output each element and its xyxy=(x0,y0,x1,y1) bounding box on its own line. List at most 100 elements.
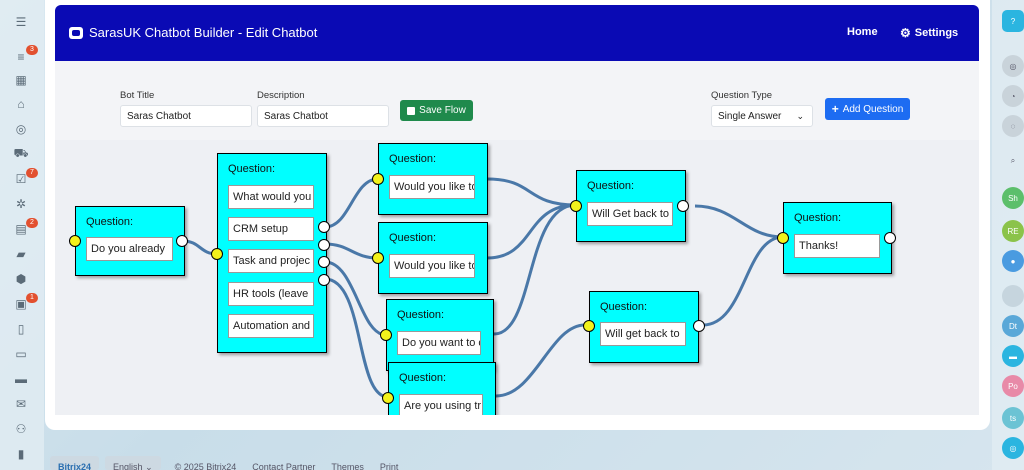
puzzle-icon[interactable]: ✲ xyxy=(15,197,27,211)
node-option[interactable]: Do you want to c xyxy=(397,331,481,355)
bitrix-logo[interactable]: Bitrix24 xyxy=(50,456,100,470)
bar-chart-icon[interactable]: ▮ xyxy=(17,447,25,461)
connection-line xyxy=(694,204,784,239)
output-port[interactable] xyxy=(884,232,896,244)
contact-avatar[interactable]: Sh xyxy=(1002,187,1024,209)
node-option[interactable]: Would you like to xyxy=(389,254,475,278)
output-port[interactable] xyxy=(176,235,188,247)
add-question-button[interactable]: + Add Question xyxy=(825,98,910,120)
connection-line xyxy=(495,323,586,398)
node-title: Question: xyxy=(389,232,437,244)
node-option[interactable]: Would you like to xyxy=(389,175,475,199)
save-flow-button[interactable]: Save Flow xyxy=(400,100,473,121)
inbox-icon[interactable]: ▤ xyxy=(15,222,27,236)
target-icon[interactable]: ◎ xyxy=(15,122,27,136)
input-port[interactable] xyxy=(570,200,582,212)
input-port[interactable] xyxy=(69,235,81,247)
input-port[interactable] xyxy=(382,392,394,404)
node-option[interactable]: HR tools (leave xyxy=(228,282,314,306)
chat-icon[interactable]: ▰ xyxy=(16,247,26,261)
question-node[interactable]: Question: Are you using tr xyxy=(382,362,496,415)
add-question-label: Add Question xyxy=(842,103,904,115)
language-select[interactable]: English ⌄ xyxy=(105,456,161,470)
input-port[interactable] xyxy=(777,232,789,244)
output-port[interactable] xyxy=(318,256,330,268)
input-port[interactable] xyxy=(583,320,595,332)
question-node[interactable]: Question: Would you like to xyxy=(372,143,488,215)
question-node[interactable]: Question: Will Get back to xyxy=(570,170,689,242)
users-icon[interactable]: ⚇ xyxy=(15,422,27,436)
question-type-label: Question Type xyxy=(711,90,773,101)
question-node[interactable]: Question: Would you like to xyxy=(372,222,488,294)
question-node[interactable]: Question: Thanks! xyxy=(777,202,896,274)
node-option[interactable]: Do you already xyxy=(86,237,173,261)
node-title: Question: xyxy=(794,212,842,224)
node-option[interactable]: Task and projec xyxy=(228,249,314,273)
input-port[interactable] xyxy=(372,252,384,264)
document-lines-icon[interactable]: ▭ xyxy=(15,347,27,361)
contact-avatar[interactable]: Dt xyxy=(1002,315,1024,337)
target-icon[interactable]: ◎ xyxy=(1002,55,1024,77)
description-input[interactable]: Saras Chatbot xyxy=(257,105,389,127)
question-node[interactable]: Question: What would you CRM setup Task … xyxy=(211,153,330,353)
checkbox-icon[interactable]: ☑ xyxy=(15,172,27,186)
node-option[interactable]: What would you xyxy=(228,185,314,209)
checkbox-badge: 7 xyxy=(26,168,38,178)
home-link[interactable]: Home xyxy=(847,26,878,38)
contact-avatar[interactable]: ts xyxy=(1002,407,1024,429)
node-option[interactable]: Will Get back to xyxy=(587,202,673,226)
bot-title-input[interactable]: Saras Chatbot xyxy=(120,105,252,127)
calendar-icon[interactable]: ▣ xyxy=(15,297,27,311)
contact-avatar[interactable] xyxy=(1002,285,1024,307)
language-label: English xyxy=(113,462,143,470)
menu-icon[interactable]: ☰ xyxy=(15,15,27,29)
bell-icon[interactable]: ◔ xyxy=(1002,85,1024,107)
node-option[interactable]: Are you using tr xyxy=(399,394,483,415)
question-type-select[interactable]: Single Answer ⌄ xyxy=(711,105,813,127)
flow-canvas[interactable]: Question: Do you already Question: What … xyxy=(55,140,979,415)
connection-lines xyxy=(182,177,784,399)
bank-icon[interactable]: ⌂ xyxy=(17,97,25,111)
cart-icon[interactable]: ⛟ xyxy=(13,146,29,160)
node-option[interactable]: Automation and xyxy=(228,314,314,338)
node-option[interactable]: CRM setup xyxy=(228,217,314,241)
input-port[interactable] xyxy=(372,173,384,185)
output-port[interactable] xyxy=(677,200,689,212)
plus-icon: + xyxy=(831,102,839,116)
search-icon[interactable]: ⌕ xyxy=(1010,156,1016,165)
help-icon[interactable]: ? xyxy=(1002,10,1024,32)
calendar-grid-icon[interactable]: ▦ xyxy=(15,73,27,87)
document-icon[interactable]: ▯ xyxy=(17,322,25,336)
question-node[interactable]: Question: Do you want to c xyxy=(380,299,494,371)
chat-icon[interactable]: ◌ xyxy=(1002,115,1024,137)
mail-icon[interactable]: ✉ xyxy=(15,397,27,411)
output-port[interactable] xyxy=(693,320,705,332)
output-port[interactable] xyxy=(318,239,330,251)
app-title: SarasUK Chatbot Builder - Edit Chatbot xyxy=(89,25,318,40)
question-type-value: Single Answer xyxy=(718,111,782,122)
question-node[interactable]: Question: Will get back to xyxy=(583,291,705,363)
contact-avatar[interactable]: RE xyxy=(1002,220,1024,242)
input-port[interactable] xyxy=(380,329,392,341)
contact-avatar[interactable]: Po xyxy=(1002,375,1024,397)
output-port[interactable] xyxy=(318,221,330,233)
themes-link[interactable]: Themes xyxy=(331,462,364,470)
left-sidebar: ☰ ≡ 3 ▦ ⌂ ◎ ⛟ ☑ 7 ✲ ▤ 2 ▰ ⬢ ▣ 1 ▯ ▭ ▬ ✉ … xyxy=(0,0,44,470)
contact-partner-link[interactable]: Contact Partner xyxy=(252,462,316,470)
print-link[interactable]: Print xyxy=(379,462,399,470)
filter-icon[interactable]: ≡ xyxy=(17,50,25,64)
filter-badge: 3 xyxy=(26,45,38,55)
output-port[interactable] xyxy=(318,274,330,286)
storage-icon[interactable]: ▬ xyxy=(15,372,27,386)
settings-link[interactable]: ⚙ Settings xyxy=(900,26,958,40)
question-node[interactable]: Question: Do you already xyxy=(69,206,188,276)
connection-line xyxy=(486,177,577,207)
contact-avatar[interactable]: ▬ xyxy=(1002,345,1024,367)
node-option[interactable]: Thanks! xyxy=(794,234,880,258)
connection-line xyxy=(324,277,389,399)
contact-avatar[interactable]: ● xyxy=(1002,250,1024,272)
node-option[interactable]: Will get back to xyxy=(600,322,686,346)
contact-avatar[interactable]: ◎ xyxy=(1002,437,1024,459)
hexagon-icon[interactable]: ⬢ xyxy=(15,272,27,286)
input-port[interactable] xyxy=(211,248,223,260)
